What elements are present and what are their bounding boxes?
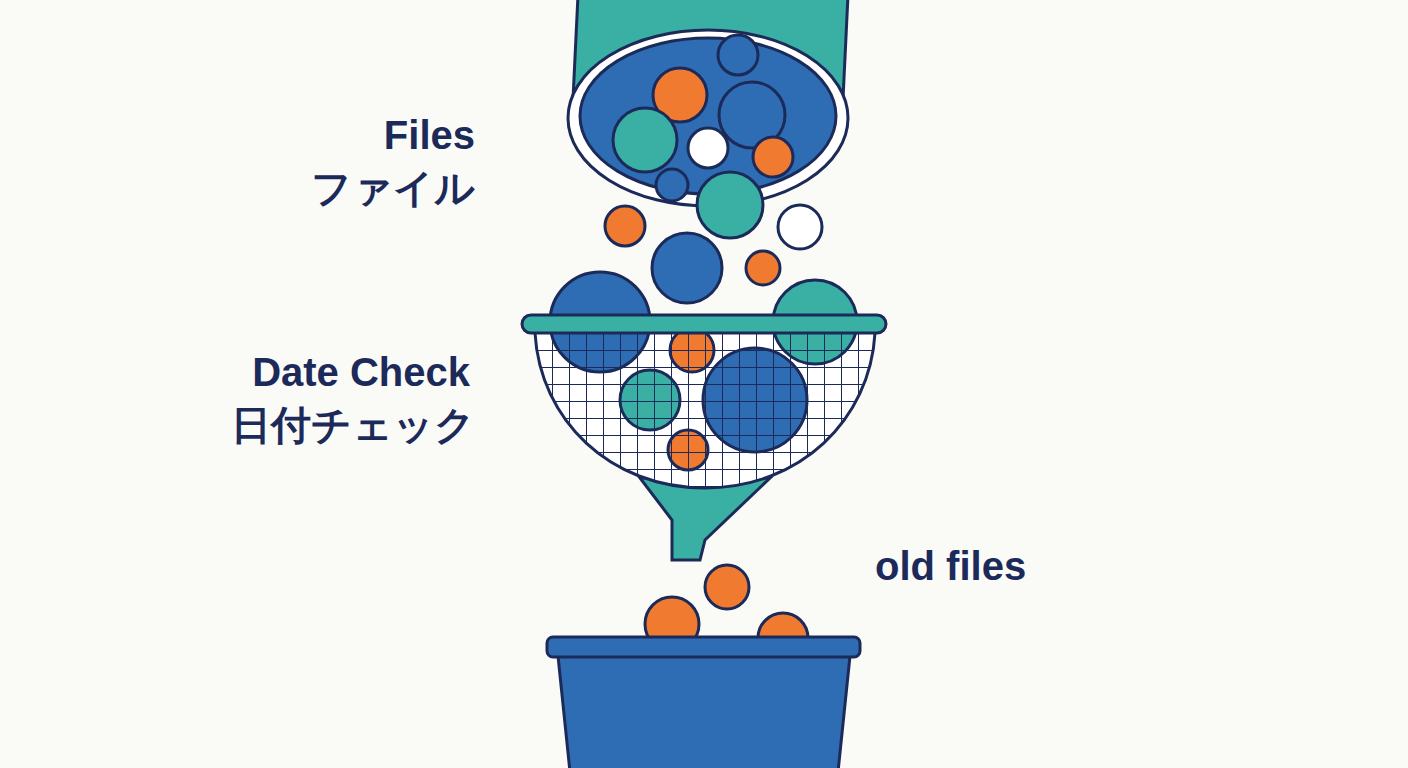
funnel-spout (640, 478, 770, 560)
stage-label-japanese: 日付チェック (231, 403, 475, 447)
output-label: old files (875, 544, 1026, 588)
falling-files (605, 172, 822, 303)
stage-label: Date Check (252, 350, 470, 394)
old-files-bucket (547, 637, 860, 768)
stage-label: Files (384, 113, 475, 157)
date-check-sieve (522, 272, 886, 493)
stage-label-japanese: ファイル (311, 166, 475, 210)
file-container (568, 0, 848, 206)
